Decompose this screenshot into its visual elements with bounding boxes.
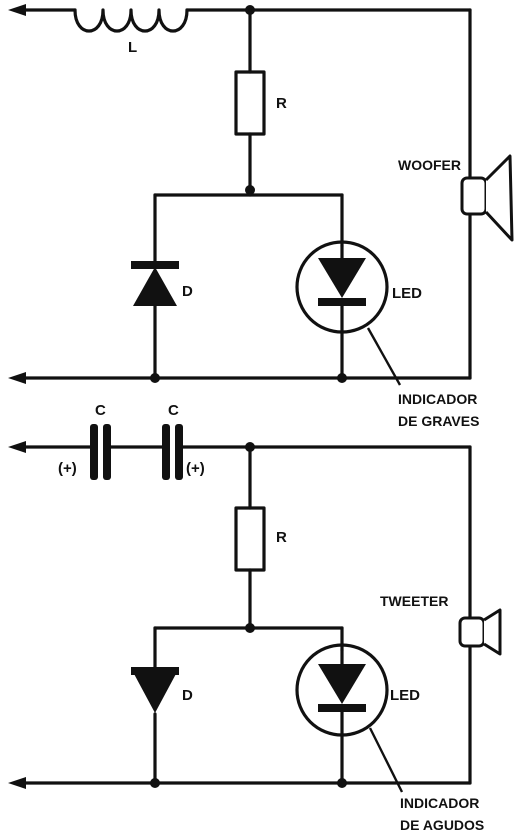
top-indicator-line2: DE GRAVES [398,413,479,429]
tweeter-speaker-icon [458,608,502,656]
top-diode [131,193,179,380]
capacitor-1 [90,424,111,480]
capacitor-1-label: C [95,402,106,419]
top-diode-label: D [182,283,193,300]
top-resistor-label: R [276,95,287,112]
top-input-terminal [8,4,77,16]
bottom-led-label: LED [390,687,420,704]
top-indicator-pointer [366,327,402,386]
woofer-speaker-icon [460,154,514,242]
tweeter-label: TWEETER [380,593,448,609]
bottom-indicator-pointer [368,727,404,793]
top-led-label: LED [392,285,422,302]
capacitor-2-label: C [168,402,179,419]
bottom-circuit: C (+) C (+) R D [8,402,502,833]
capacitor-2-polarity: (+) [186,460,205,477]
bottom-input-terminal [8,441,26,453]
bottom-diode [131,626,179,785]
bottom-led [295,626,389,785]
bottom-indicator-line2: DE AGUDOS [400,817,484,833]
top-led [295,193,389,380]
top-circuit: L R D LED IND [8,4,514,429]
capacitor-2 [162,424,183,480]
top-resistor [234,70,266,136]
inductor-coil [73,8,189,33]
top-indicator-line1: INDICADOR [398,391,477,407]
bottom-output-terminal [8,777,26,789]
woofer-label: WOOFER [398,157,461,173]
bottom-indicator-line1: INDICADOR [400,795,479,811]
capacitor-1-polarity: (+) [58,460,77,477]
inductor-label: L [128,39,137,56]
top-output-terminal [8,372,26,384]
bottom-resistor [234,506,266,572]
bottom-resistor-label: R [276,529,287,546]
bottom-diode-label: D [182,687,193,704]
